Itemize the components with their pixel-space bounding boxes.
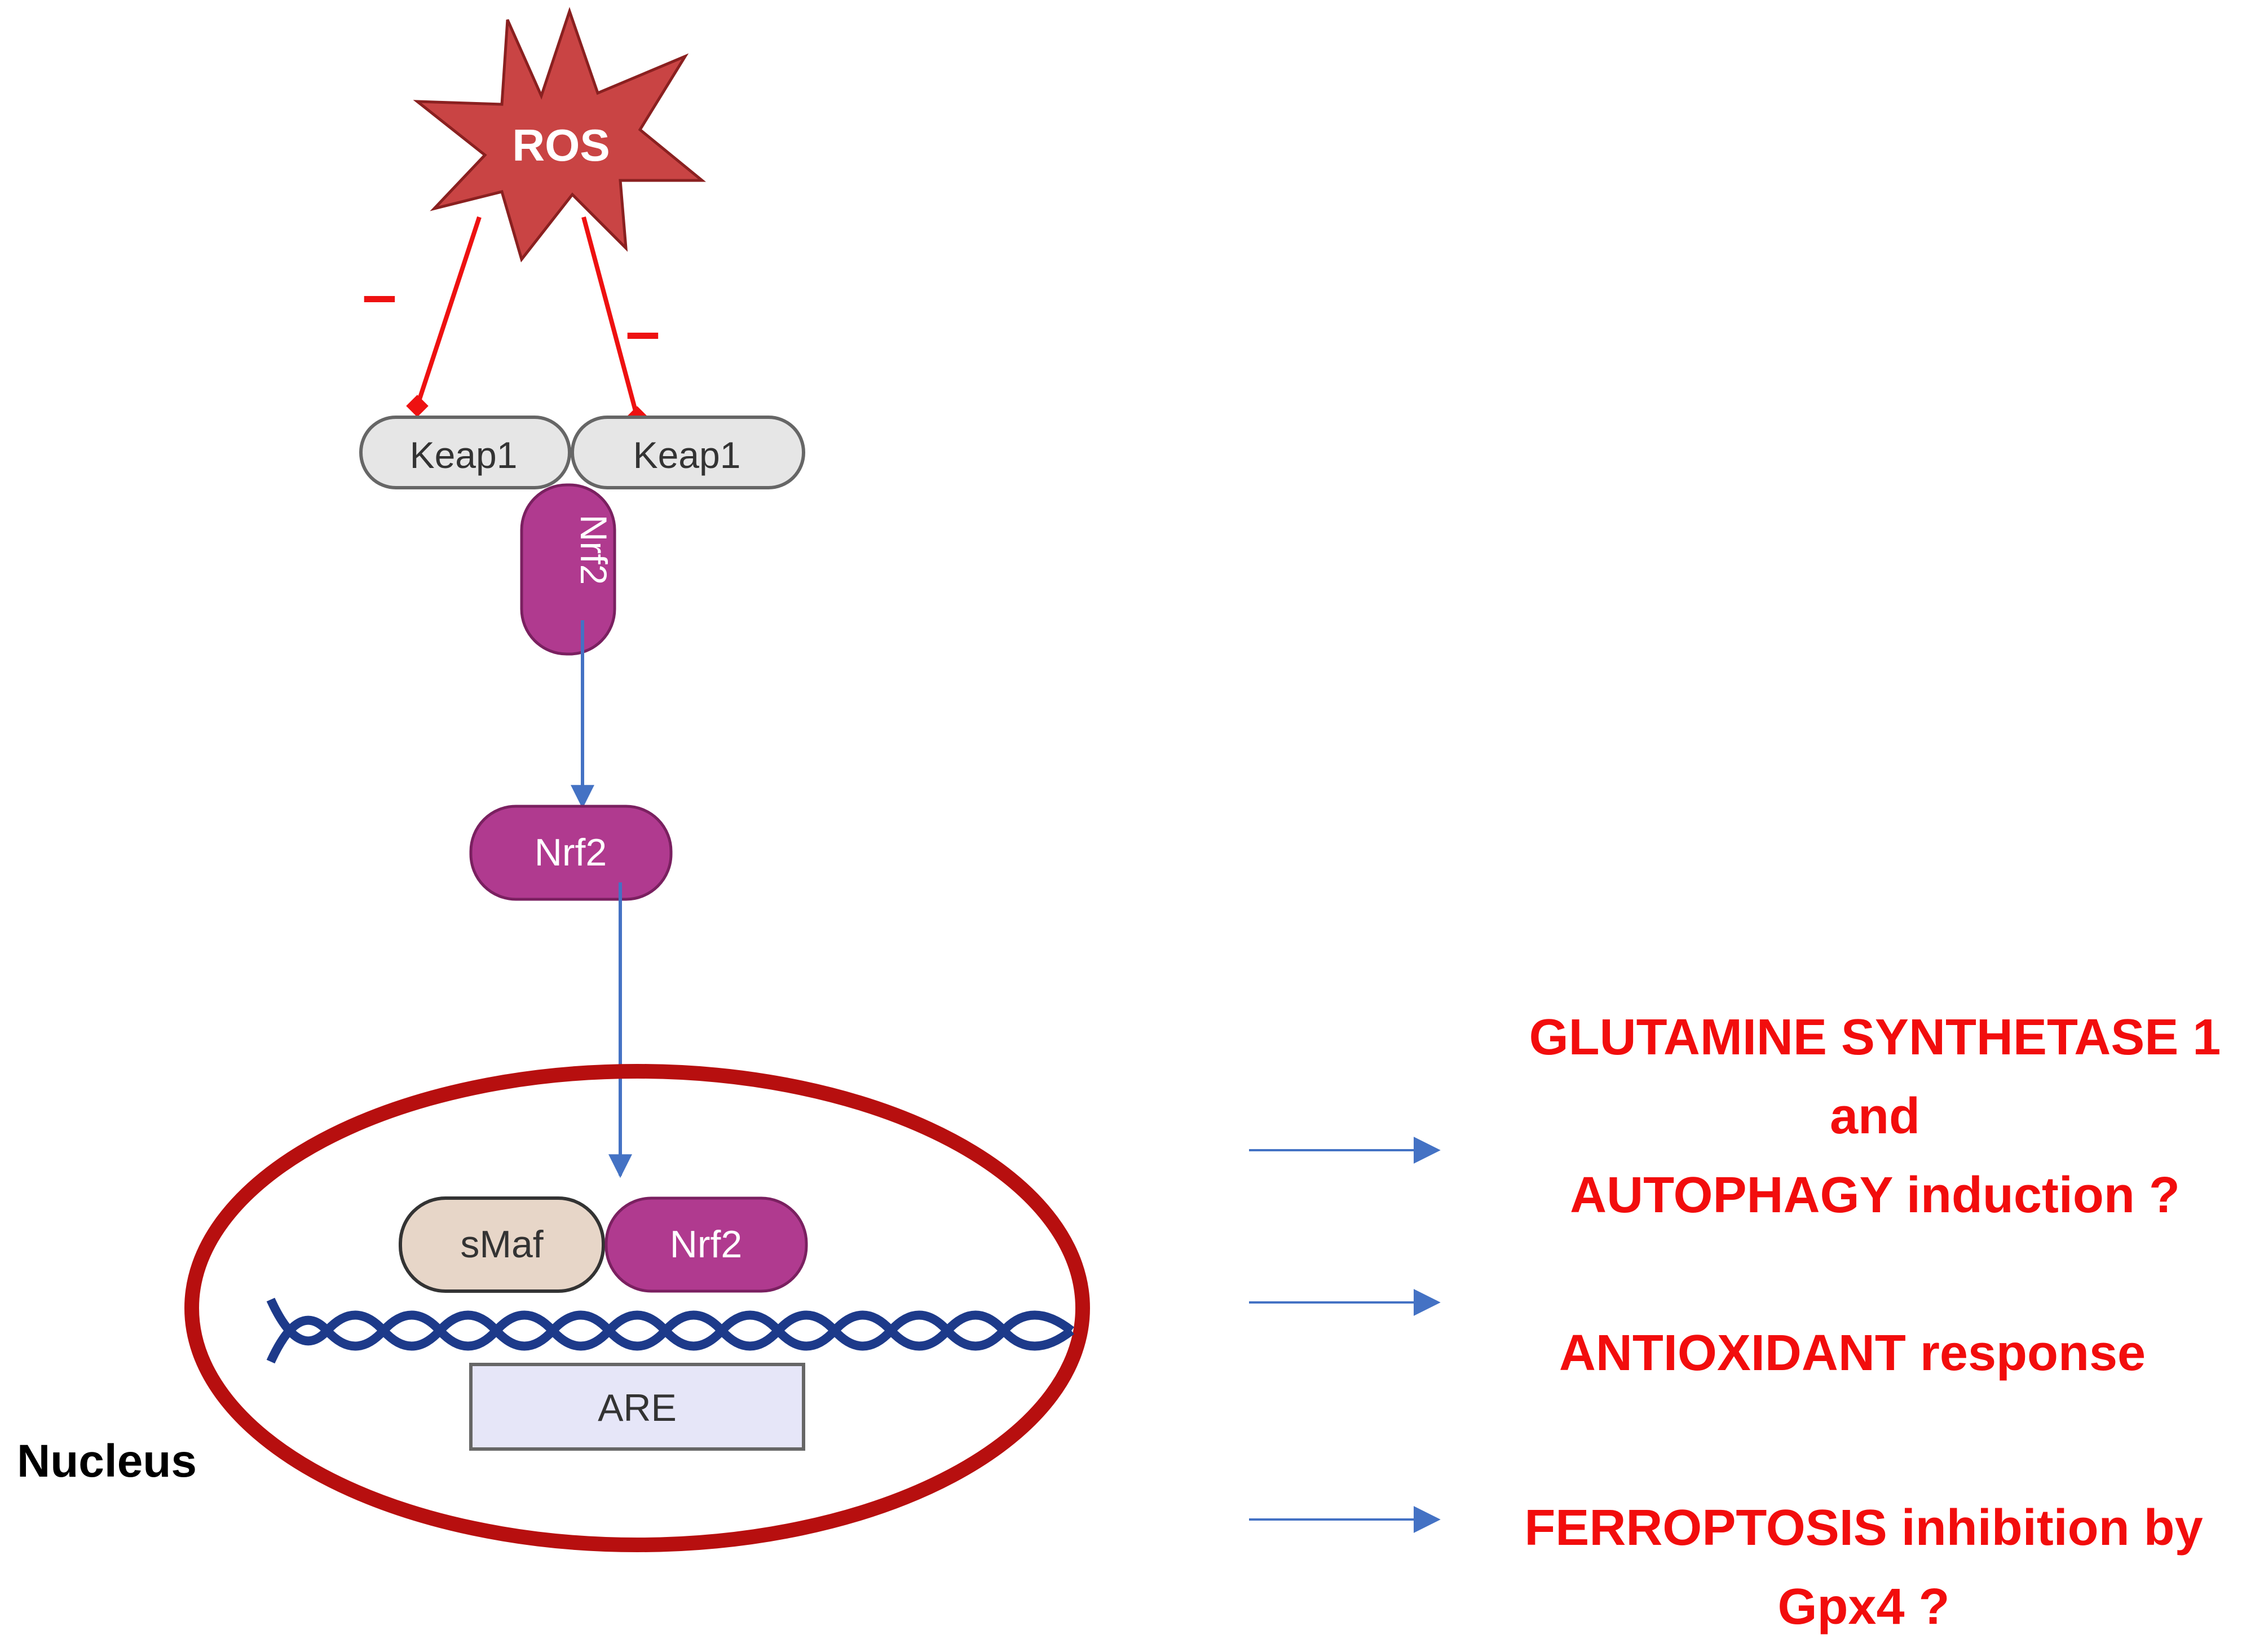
ros-inhibition-lines: – –: [362, 216, 660, 429]
inhibition-line-left: [415, 216, 482, 407]
outcome-2-line-1: ANTIOXIDANT response: [1559, 1325, 2146, 1381]
outcome-1-line-2: and: [1829, 1088, 1920, 1145]
nucleus-membrane: [184, 1064, 1090, 1552]
nrf2-free-label: Nrf2: [535, 831, 607, 874]
are-box: [469, 1363, 805, 1451]
keap1-right-pill: [571, 416, 805, 489]
outcome-3-line-2: Gpx4 ?: [1777, 1579, 1950, 1635]
nucleus-label: Nucleus: [17, 1435, 197, 1487]
outcome-1-line-3: AUTOPHAGY induction ?: [1570, 1167, 2180, 1223]
smaf-label: sMaf: [460, 1223, 543, 1266]
inhibition-line-right: [581, 216, 639, 418]
keap1-left-label: Keap1: [410, 434, 518, 476]
nrf2-bound-pill: [520, 483, 616, 656]
outcome-ferroptosis: FERROPTOSIS inhibition by Gpx4 ?: [1489, 1488, 2239, 1646]
inhibition-sign-left: –: [362, 260, 396, 329]
outcome-3-line-1: FERROPTOSIS inhibition by: [1524, 1500, 2203, 1556]
inhibition-sign-right: –: [625, 297, 660, 366]
dna-helix: [266, 1297, 1074, 1364]
are-element: ARE: [469, 1363, 805, 1451]
nrf2-bound: Nrf2: [520, 483, 616, 656]
nrf2-free: Nrf2: [469, 805, 673, 901]
nrf2-nuclear-pill: [604, 1196, 808, 1293]
nrf2-free-pill: [469, 805, 673, 901]
ros-starburst: ROS: [413, 7, 707, 263]
ros-label: ROS: [512, 120, 610, 170]
inhibition-diamond-left: [406, 395, 429, 417]
outcome-glutamine-autophagy: GLUTAMINE SYNTHETASE 1 and AUTOPHAGY ind…: [1500, 998, 2250, 1235]
ros-star-shape: [413, 7, 707, 263]
keap1-left-pill: [359, 416, 571, 489]
nrf2-nuclear-label: Nrf2: [670, 1223, 742, 1266]
nrf2-bound-label: Nrf2: [573, 515, 615, 585]
smaf-nrf2-complex: sMaf Nrf2: [399, 1196, 808, 1293]
dna-strand-2: [266, 1310, 1074, 1364]
outcome-1-line-1: GLUTAMINE SYNTHETASE 1: [1529, 1009, 2221, 1066]
are-label: ARE: [598, 1386, 677, 1429]
outcome-antioxidant: ANTIOXIDANT response: [1500, 1314, 2205, 1393]
keap1-right-label: Keap1: [633, 434, 741, 476]
keap1-dimer: Keap1 Keap1: [359, 416, 805, 489]
smaf-pill: [399, 1196, 605, 1293]
